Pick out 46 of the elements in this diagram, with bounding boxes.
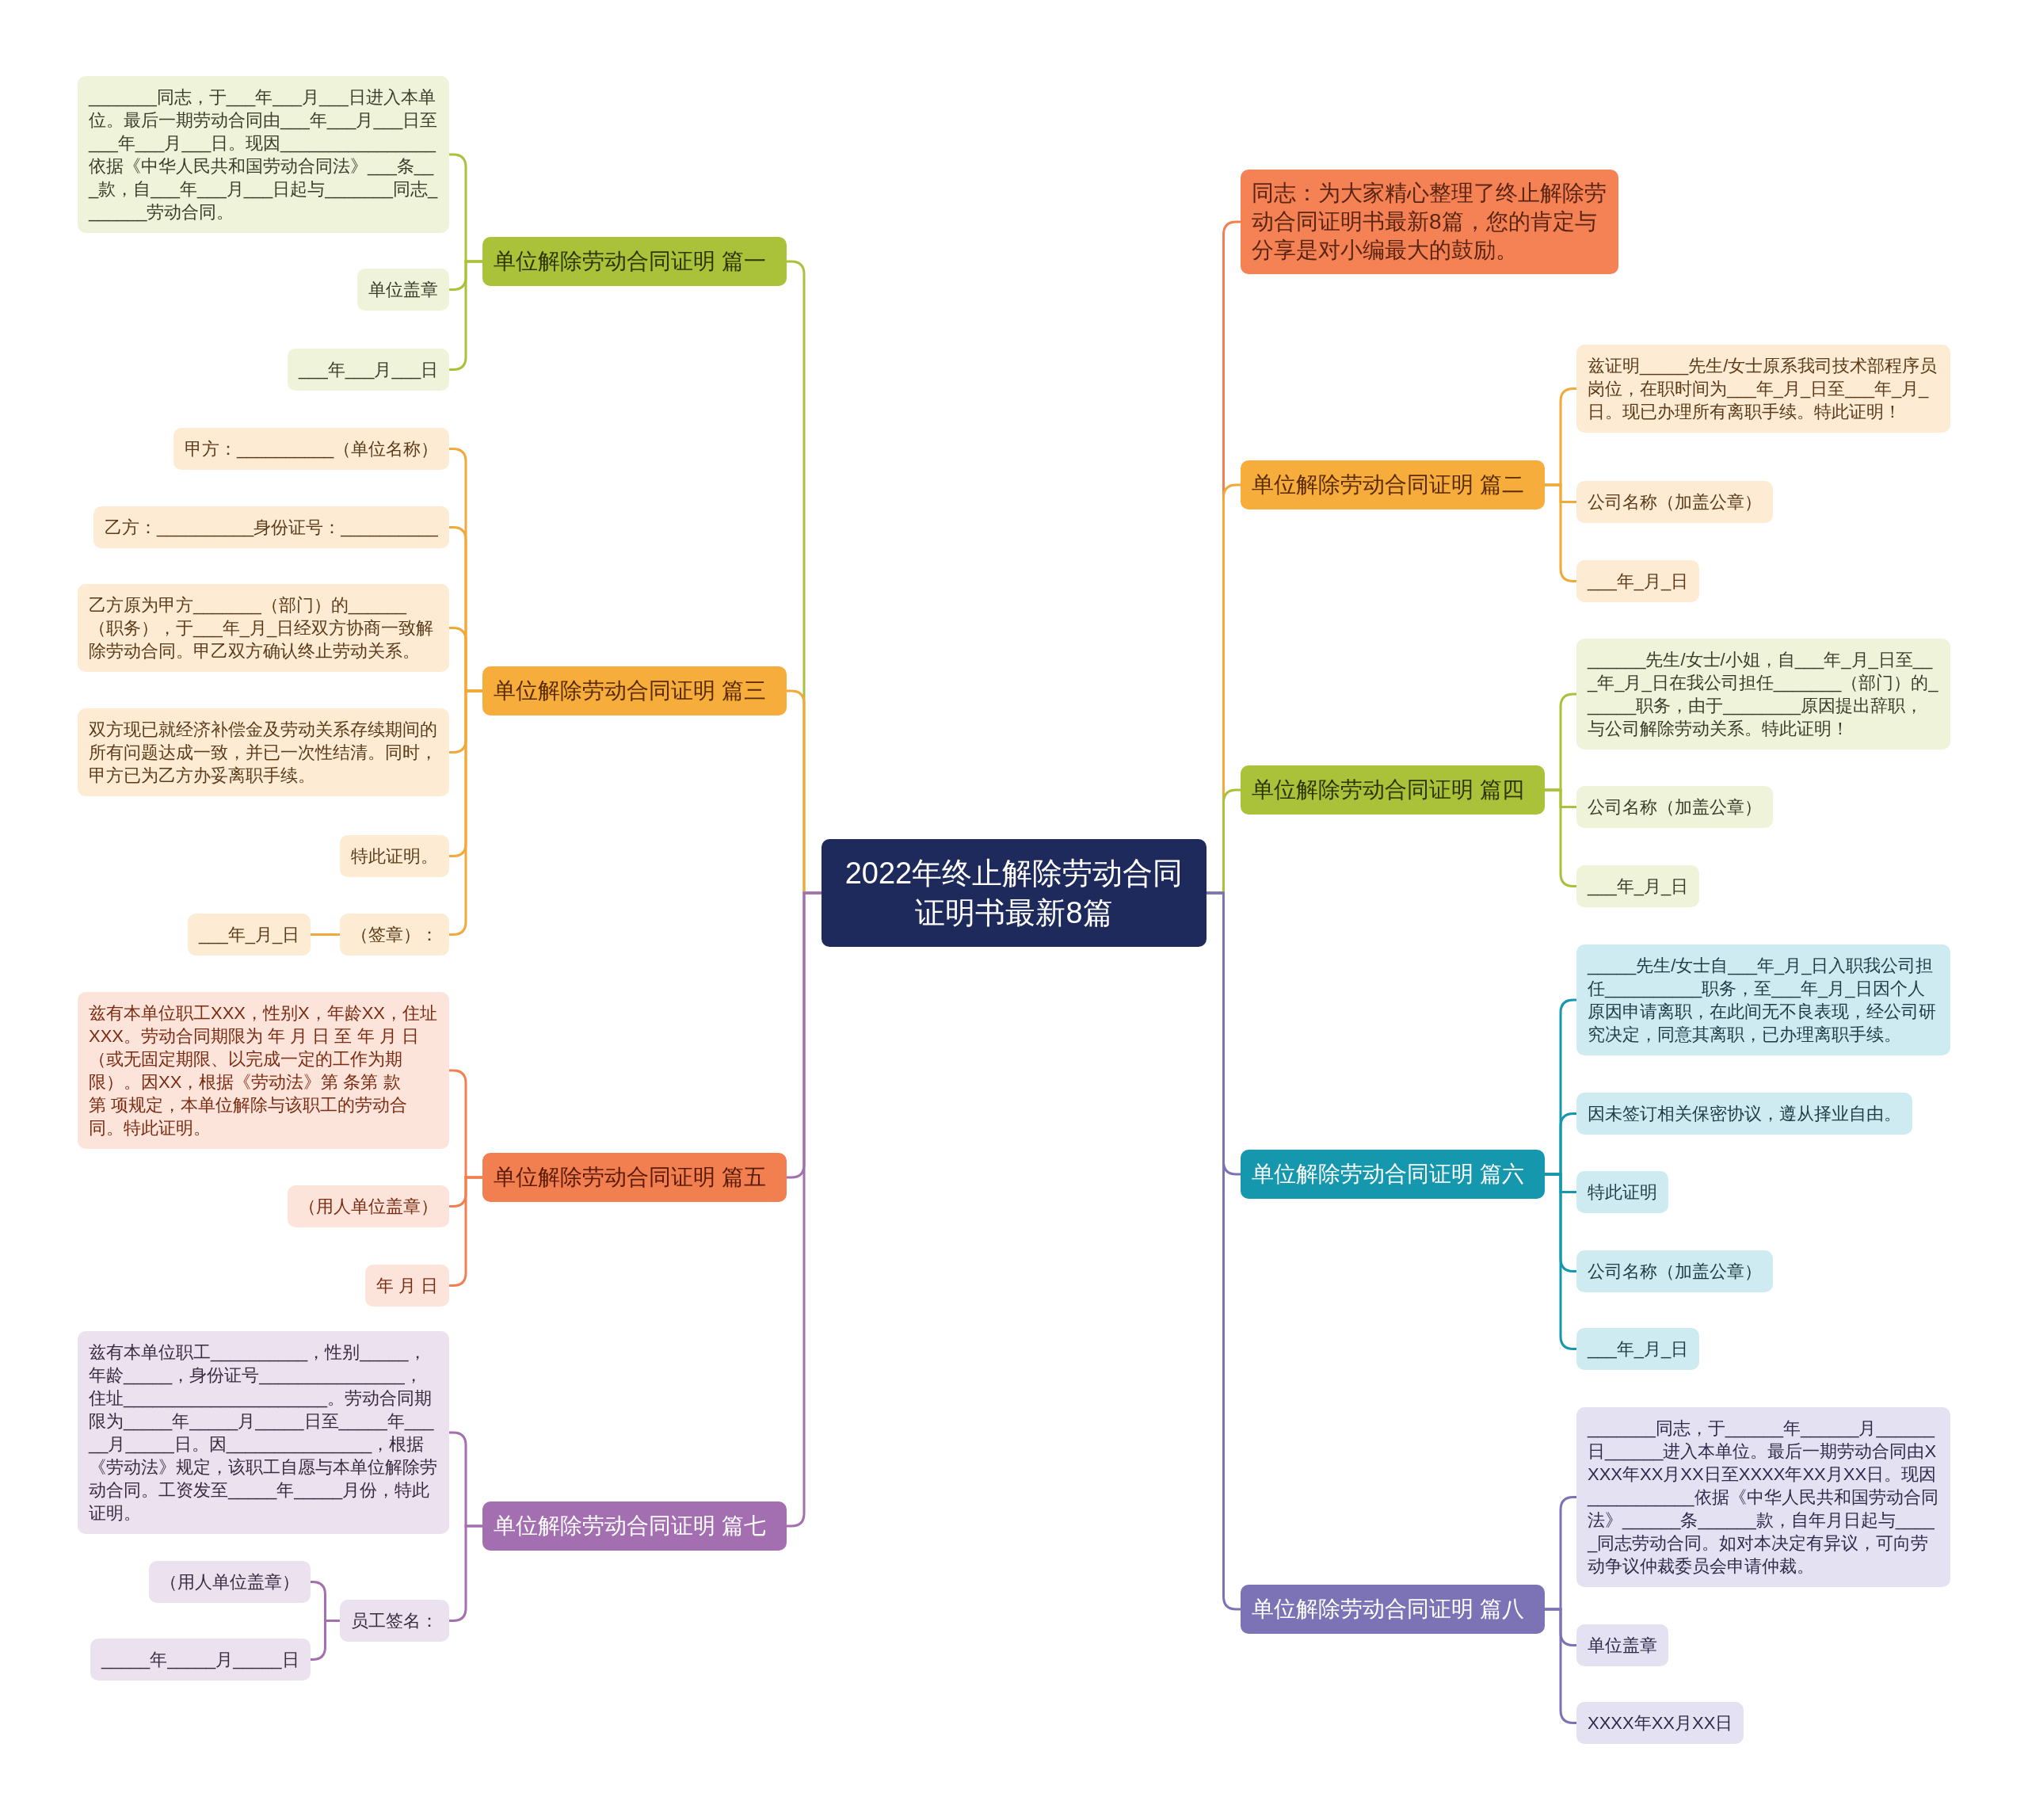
topic-box: 单位解除劳动合同证明 篇四 xyxy=(1241,765,1545,815)
note-box: （用人单位盖章） xyxy=(288,1185,449,1227)
note-box: 公司名称（加盖公章） xyxy=(1576,481,1773,523)
note-box: _______同志，于______年______月______日______进入本单位。最后一期劳动合同由XXXX年XX月XX日至XXXX年XX月XX日。现因___________依据《中华人民共和国劳动合同法》______条______款，自年月日起与_____同志劳动合同。如对本决定有异议，可向劳动争议仲裁委员会申请仲裁。 xyxy=(1576,1407,1950,1587)
connector-line xyxy=(311,933,340,936)
topic-box: 单位解除劳动合同证明 篇三 xyxy=(482,666,787,715)
note-box: ___年___月___日 xyxy=(288,349,450,391)
note-box: 兹有本单位职工XXX，性别X，年龄XX，住址XXX。劳动合同期限为 年 月 日 至 年 月 日（或无固定期限、以完成一定的工作为期限）。因XX，根据《劳动法》第 条第 款第 项规定，本单位解除与该职工的劳动合同。特此证明。 xyxy=(78,992,449,1149)
note-box: 兹有本单位职工__________，性别_____，年龄_____，身份证号_______________，住址_____________________。劳动合同期限为_____年_____月_____日至_____年_____月_____日。因_______________，根据《劳动法》规定，该职工自愿与本单位解除劳动合同。工资发至_____年_____月份，特此证明。 xyxy=(78,1331,449,1534)
note-box: 年 月 日 xyxy=(365,1265,450,1307)
topic-box: 单位解除劳动合同证明 篇一 xyxy=(482,237,787,286)
note-box: 特此证明。 xyxy=(340,835,449,877)
note-box: 单位盖章 xyxy=(357,269,449,311)
note-box: 特此证明 xyxy=(1576,1171,1668,1213)
note-box: 公司名称（加盖公章） xyxy=(1576,786,1773,828)
note-box: 员工签名： xyxy=(340,1600,449,1642)
note-box: （用人单位盖章） xyxy=(149,1561,311,1603)
note-box: 兹证明_____先生/女士原系我司技术部程序员岗位，在职时间为___年_月_日至___年_月_日。现已办理所有离职手续。特此证明！ xyxy=(1576,345,1950,433)
topic-box: 单位解除劳动合同证明 篇五 xyxy=(482,1153,787,1202)
note-box: （签章）： xyxy=(340,914,449,956)
topic-box: 单位解除劳动合同证明 篇六 xyxy=(1241,1150,1545,1199)
note-box: _____年_____月_____日 xyxy=(90,1639,311,1681)
note-box: 甲方：__________（单位名称） xyxy=(173,428,450,470)
note-box: 公司名称（加盖公章） xyxy=(1576,1250,1773,1292)
note-box: _______同志，于___年___月___日进入本单位。最后一期劳动合同由___年___月___日至___年___月___日。现因________________依据《中华人民共和国劳动合同法》___条___款，自___年___月___日起与_______同志_______劳动合同。 xyxy=(78,76,449,233)
topic-box: 单位解除劳动合同证明 篇八 xyxy=(1241,1585,1545,1634)
note-box: _____先生/女士自___年_月_日入职我公司担任__________职务，至___年_月_日因个人原因申请离职，在此间无不良表现，经公司研究决定，同意其离职，已办理离职手续。 xyxy=(1576,944,1950,1055)
note-box: ___年_月_日 xyxy=(1576,1328,1700,1370)
note-box: 单位盖章 xyxy=(1576,1624,1668,1666)
note-box: 乙方：__________身份证号：__________ xyxy=(93,506,449,548)
note-box: ___年_月_日 xyxy=(1576,865,1700,907)
central-topic-box: 2022年终止解除劳动合同证明书最新8篇 xyxy=(821,839,1207,947)
note-box: ______先生/女士/小姐，自___年_月_日至___年_月_日在我公司担任_______（部门）的______职务，由于________原因提出辞职，与公司解除劳动关系。特此证明！ xyxy=(1576,639,1950,750)
connector-line xyxy=(449,260,482,371)
topic-box: 单位解除劳动合同证明 篇二 xyxy=(1241,460,1545,509)
connector-line xyxy=(311,1620,340,1661)
intro-box: 同志：为大家精心整理了终止解除劳动合同证明书最新8篇，您的肯定与分享是对小编最大的鼓励。 xyxy=(1241,170,1618,274)
note-box: ___年_月_日 xyxy=(188,914,311,956)
note-box: ___年_月_日 xyxy=(1576,560,1700,602)
connector-line xyxy=(449,1176,482,1287)
connector-line xyxy=(449,1524,482,1622)
note-box: 乙方原为甲方_______（部门）的______（职务），于___年_月_日经双方协商一致解除劳动合同。甲乙双方确认终止劳动关系。 xyxy=(78,584,449,672)
topic-box: 单位解除劳动合同证明 篇七 xyxy=(482,1501,787,1551)
note-box: 双方现已就经济补偿金及劳动关系存续期间的所有问题达成一致，并已一次性结清。同时，甲方已为乙方办妥离职手续。 xyxy=(78,708,449,796)
note-box: 因未签订相关保密协议，遵从择业自由。 xyxy=(1576,1093,1912,1135)
note-box: XXXX年XX月XX日 xyxy=(1576,1702,1744,1744)
